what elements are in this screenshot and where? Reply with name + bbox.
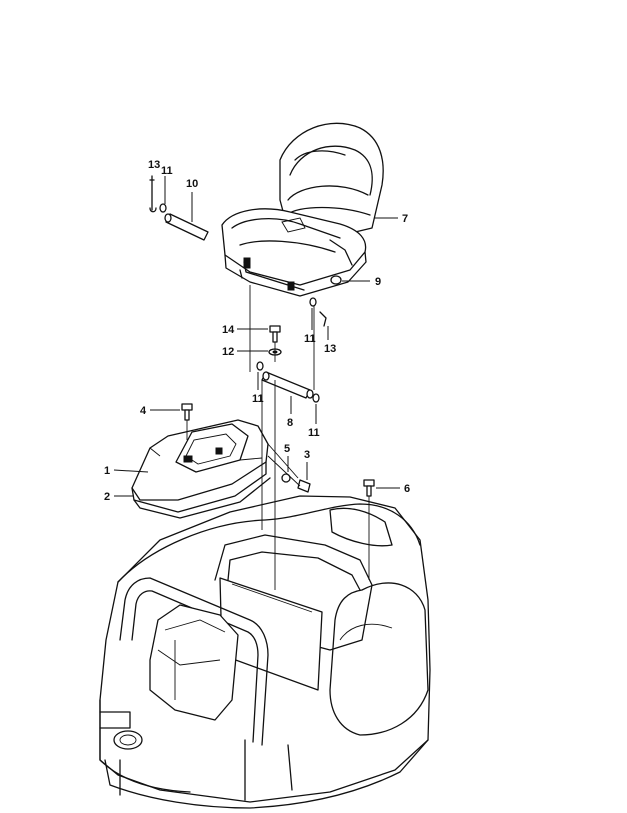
callout-8: 8 — [287, 417, 293, 429]
nut-9 — [330, 275, 342, 285]
callout-5: 5 — [284, 443, 290, 455]
pin-8 — [261, 371, 314, 399]
hood-base — [99, 495, 431, 809]
clip-11-lower — [312, 393, 320, 403]
callout-6: 6 — [404, 483, 410, 495]
callout-9: 9 — [375, 276, 381, 288]
callout-11-seat: 11 — [304, 333, 316, 345]
pin-10 — [164, 213, 209, 241]
callout-3: 3 — [304, 449, 310, 461]
callout-4: 4 — [140, 405, 147, 417]
clip-group-top — [149, 175, 167, 213]
bolt-4 — [181, 403, 193, 421]
seat-support-bracket — [131, 419, 271, 519]
callouts: 13 11 10 7 9 11 13 14 12 11 8 11 — [104, 159, 410, 503]
callout-11-top: 11 — [161, 165, 173, 177]
callout-1: 1 — [104, 465, 110, 477]
callout-11-left: 11 — [252, 393, 264, 405]
clip-11-right — [309, 297, 327, 327]
callout-12: 12 — [222, 346, 234, 358]
bolt-6 — [363, 479, 375, 497]
callout-7: 7 — [402, 213, 408, 225]
bolt-14 — [269, 325, 281, 343]
callout-11-right: 11 — [308, 427, 320, 439]
callout-14: 14 — [222, 324, 235, 336]
callout-13-seat: 13 — [324, 343, 336, 355]
clip-11-left — [256, 361, 264, 371]
callout-10: 10 — [186, 178, 198, 190]
callout-13-top: 13 — [148, 159, 160, 171]
operator-seat — [221, 122, 384, 297]
callout-2: 2 — [104, 491, 110, 503]
washer-5 — [281, 473, 291, 483]
